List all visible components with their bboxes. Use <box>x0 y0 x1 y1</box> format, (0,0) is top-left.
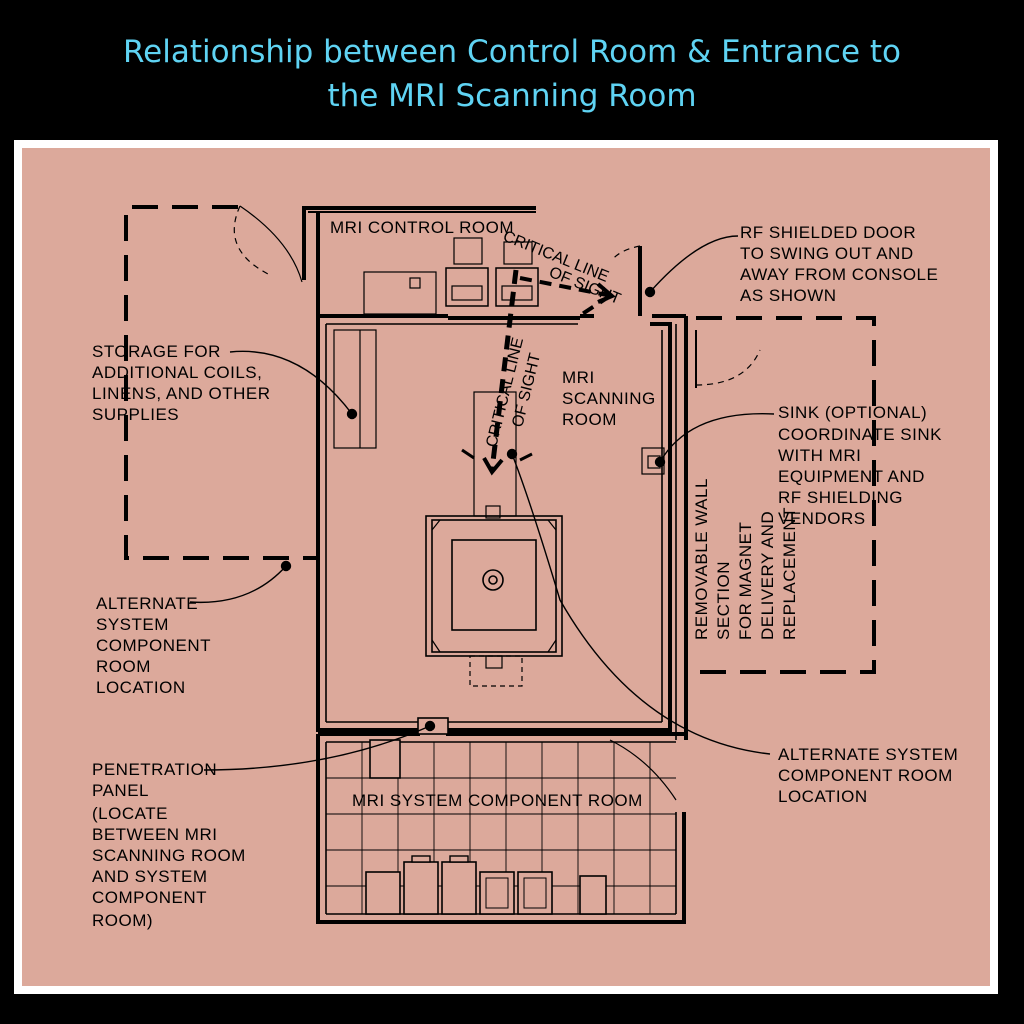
svg-text:ROOM: ROOM <box>96 657 151 676</box>
svg-text:DELIVERY AND: DELIVERY AND <box>758 511 777 640</box>
callout-sink: SINK (OPTIONAL) COORDINATE SINK WITH MRI… <box>778 403 942 528</box>
label-control-room: MRI CONTROL ROOM <box>330 218 514 237</box>
svg-text:PENETRATION: PENETRATION <box>92 760 217 779</box>
alt-room-right-outline <box>688 316 876 674</box>
svg-text:EQUIPMENT AND: EQUIPMENT AND <box>778 467 925 486</box>
svg-text:VENDORS: VENDORS <box>778 509 866 528</box>
svg-text:RF SHIELDED DOOR: RF SHIELDED DOOR <box>740 223 916 242</box>
svg-text:BETWEEN MRI: BETWEEN MRI <box>92 825 217 844</box>
svg-text:LOCATION: LOCATION <box>778 787 868 806</box>
label-scanning-room-1: MRI <box>562 368 595 387</box>
leader-lines <box>189 235 775 771</box>
svg-text:AS SHOWN: AS SHOWN <box>740 286 837 305</box>
svg-text:REMOVABLE WALL: REMOVABLE WALL <box>692 478 711 640</box>
callout-alternate-right: ALTERNATE SYSTEM COMPONENT ROOM LOCATION <box>778 745 958 806</box>
callout-alternate-left: ALTERNATE SYSTEM COMPONENT ROOM LOCATION <box>96 594 211 697</box>
svg-text:COMPONENT ROOM: COMPONENT ROOM <box>778 766 953 785</box>
svg-text:TO SWING OUT AND: TO SWING OUT AND <box>740 244 914 263</box>
system-component-room <box>316 717 686 924</box>
svg-text:ROOM): ROOM) <box>92 911 153 930</box>
svg-text:ALTERNATE: ALTERNATE <box>96 594 198 613</box>
title-line-2: the MRI Scanning Room <box>327 78 697 114</box>
svg-text:COMPONENT: COMPONENT <box>92 888 207 907</box>
svg-text:FOR MAGNET: FOR MAGNET <box>736 522 755 640</box>
label-scanning-room-2: SCANNING <box>562 389 656 408</box>
control-room <box>302 206 642 320</box>
callout-storage: STORAGE FOR ADDITIONAL COILS, LINENS, AN… <box>92 342 271 424</box>
alt-room-left-outline <box>124 205 316 560</box>
svg-text:AND SYSTEM: AND SYSTEM <box>92 867 208 886</box>
svg-text:LINENS, AND OTHER: LINENS, AND OTHER <box>92 384 271 403</box>
critical-line-of-sight-upper <box>519 276 616 320</box>
svg-text:ADDITIONAL COILS,: ADDITIONAL COILS, <box>92 363 262 382</box>
svg-text:PANEL: PANEL <box>92 781 149 800</box>
diagram-title: Relationship between Control Room & Entr… <box>0 30 1024 118</box>
svg-text:RF SHIELDING: RF SHIELDING <box>778 488 903 507</box>
svg-text:(LOCATE: (LOCATE <box>92 804 168 823</box>
title-line-1: Relationship between Control Room & Entr… <box>123 34 901 70</box>
svg-text:WITH MRI: WITH MRI <box>778 446 861 465</box>
svg-text:LOCATION: LOCATION <box>96 678 186 697</box>
svg-text:STORAGE FOR: STORAGE FOR <box>92 342 221 361</box>
svg-text:SECTION: SECTION <box>714 561 733 640</box>
callout-penetration-panel: PENETRATION PANEL (LOCATE BETWEEN MRI SC… <box>92 760 246 930</box>
svg-text:REPLACEMENT: REPLACEMENT <box>780 507 799 640</box>
svg-text:SUPPLIES: SUPPLIES <box>92 405 179 424</box>
svg-text:COORDINATE SINK: COORDINATE SINK <box>778 425 942 444</box>
svg-text:SINK (OPTIONAL): SINK (OPTIONAL) <box>778 403 927 422</box>
critical-line-of-sight-lower <box>461 269 533 476</box>
svg-text:AWAY FROM CONSOLE: AWAY FROM CONSOLE <box>740 265 938 284</box>
callout-rf-door: RF SHIELDED DOOR TO SWING OUT AND AWAY F… <box>740 223 938 305</box>
svg-text:SYSTEM: SYSTEM <box>96 615 169 634</box>
label-component-room: MRI SYSTEM COMPONENT ROOM <box>352 791 643 810</box>
callout-removable-wall: REMOVABLE WALL SECTION FOR MAGNET DELIVE… <box>692 478 799 640</box>
svg-text:SCANNING ROOM: SCANNING ROOM <box>92 846 246 865</box>
svg-text:COMPONENT: COMPONENT <box>96 636 211 655</box>
svg-text:ALTERNATE SYSTEM: ALTERNATE SYSTEM <box>778 745 958 764</box>
label-scanning-room-3: ROOM <box>562 410 617 429</box>
